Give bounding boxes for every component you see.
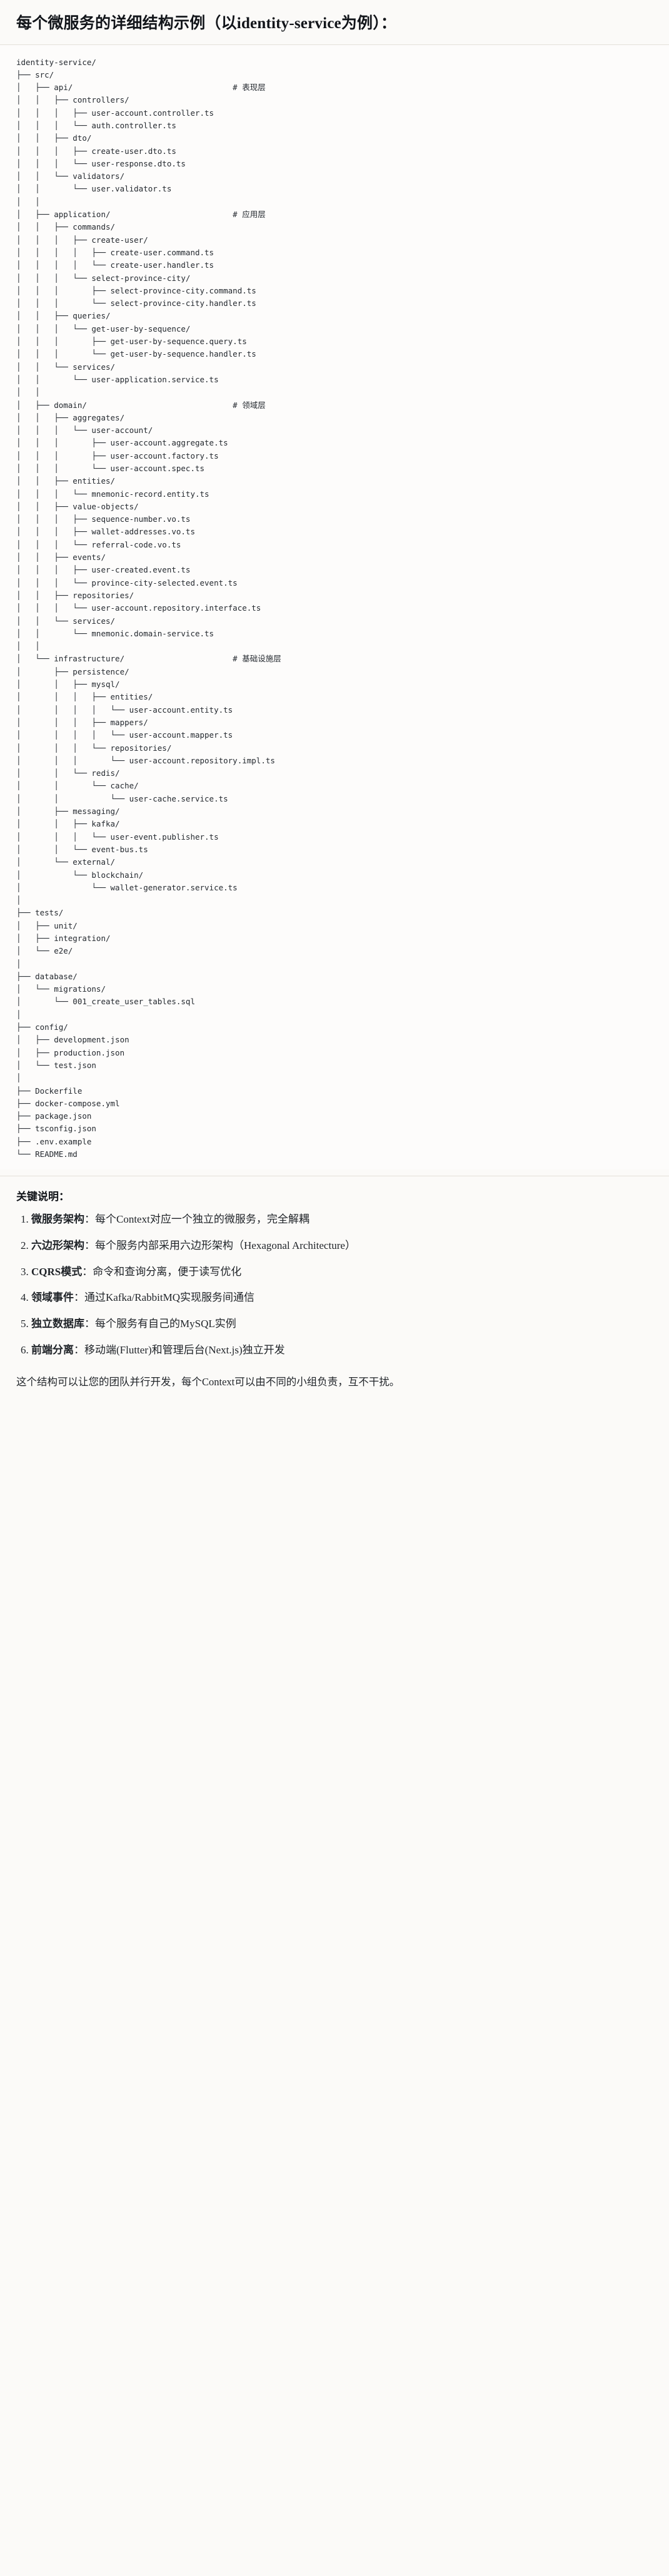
key-point-separator: ： [74,1291,84,1304]
key-point-term: 独立数据库 [31,1317,84,1330]
key-point-description: 每个服务内部采用六边形架构（Hexagonal Architecture） [95,1239,356,1251]
closing-paragraph: 这个结构可以让您的团队并行开发，每个Context可以由不同的小组负责，互不干扰… [16,1376,400,1388]
key-point-separator: ： [82,1265,93,1278]
key-point-description: 每个Context对应一个独立的微服务，完全解耦 [95,1213,309,1226]
key-point-term: 六边形架构 [31,1239,84,1251]
key-point-separator: ： [84,1239,95,1251]
key-point-item: 领域事件：通过Kafka/RabbitMQ实现服务间通信 [31,1290,653,1306]
page-title: 每个微服务的详细结构示例（以identity-service为例）： [16,15,397,32]
key-point-separator: ： [84,1317,95,1330]
key-point-item: CQRS模式：命令和查询分离，便于读写优化 [31,1265,653,1280]
key-point-description: 每个服务有自己的MySQL实例 [95,1317,236,1330]
key-point-term: 前端分离 [31,1343,74,1356]
directory-tree: identity-service/ ├── src/ │ ├── api/ # … [16,57,281,1159]
key-point-item: 六边形架构：每个服务内部采用六边形架构（Hexagonal Architectu… [31,1238,653,1254]
key-point-description: 移动端(Flutter)和管理后台(Next.js)独立开发 [84,1343,285,1356]
key-point-description: 命令和查询分离，便于读写优化 [93,1265,242,1278]
key-point-description: 通过Kafka/RabbitMQ实现服务间通信 [84,1291,254,1304]
key-point-item: 独立数据库：每个服务有自己的MySQL实例 [31,1316,653,1332]
key-points-heading: 关键说明： [16,1191,69,1203]
key-point-item: 前端分离：移动端(Flutter)和管理后台(Next.js)独立开发 [31,1343,653,1358]
key-point-term: 微服务架构 [31,1213,84,1226]
document-page: 每个微服务的详细结构示例（以identity-service为例）： ident… [0,0,669,1408]
key-point-separator: ： [84,1213,95,1226]
key-point-separator: ： [74,1343,84,1356]
key-point-term: 领域事件 [31,1291,74,1304]
key-points-section: 关键说明： 微服务架构：每个Context对应一个独立的微服务，完全解耦六边形架… [0,1176,669,1372]
title-divider [0,44,669,45]
key-point-term: CQRS模式 [31,1265,83,1278]
key-point-item: 微服务架构：每个Context对应一个独立的微服务，完全解耦 [31,1212,653,1228]
key-points-list: 微服务架构：每个Context对应一个独立的微服务，完全解耦六边形架构：每个服务… [16,1212,653,1358]
directory-tree-block: identity-service/ ├── src/ │ ├── api/ # … [0,44,669,1170]
